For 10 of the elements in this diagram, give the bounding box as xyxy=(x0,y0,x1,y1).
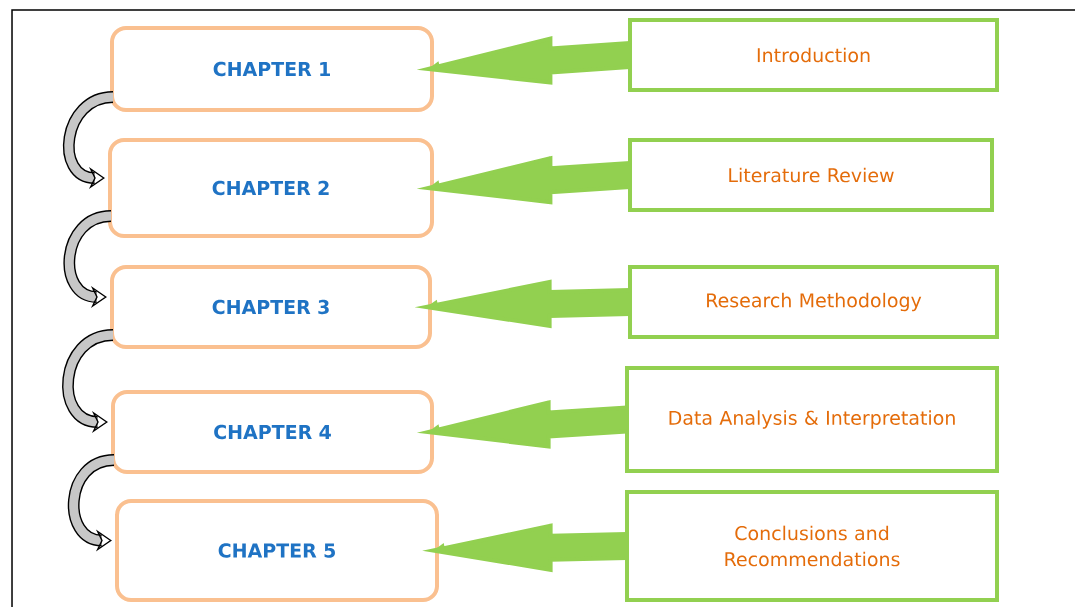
topic-box: Introduction xyxy=(628,18,999,92)
topic-box: Literature Review xyxy=(628,138,994,212)
chapter-box: CHAPTER 1 xyxy=(110,26,434,112)
chapter-box: CHAPTER 2 xyxy=(108,138,434,238)
topic-box: Data Analysis & Interpretation xyxy=(625,366,999,473)
topic-box: Conclusions and Recommendations xyxy=(625,490,999,602)
chapter-box: CHAPTER 3 xyxy=(110,265,432,349)
topic-box: Research Methodology xyxy=(628,265,999,339)
chapter-box: CHAPTER 5 xyxy=(115,499,439,602)
chapter-box: CHAPTER 4 xyxy=(111,390,434,474)
